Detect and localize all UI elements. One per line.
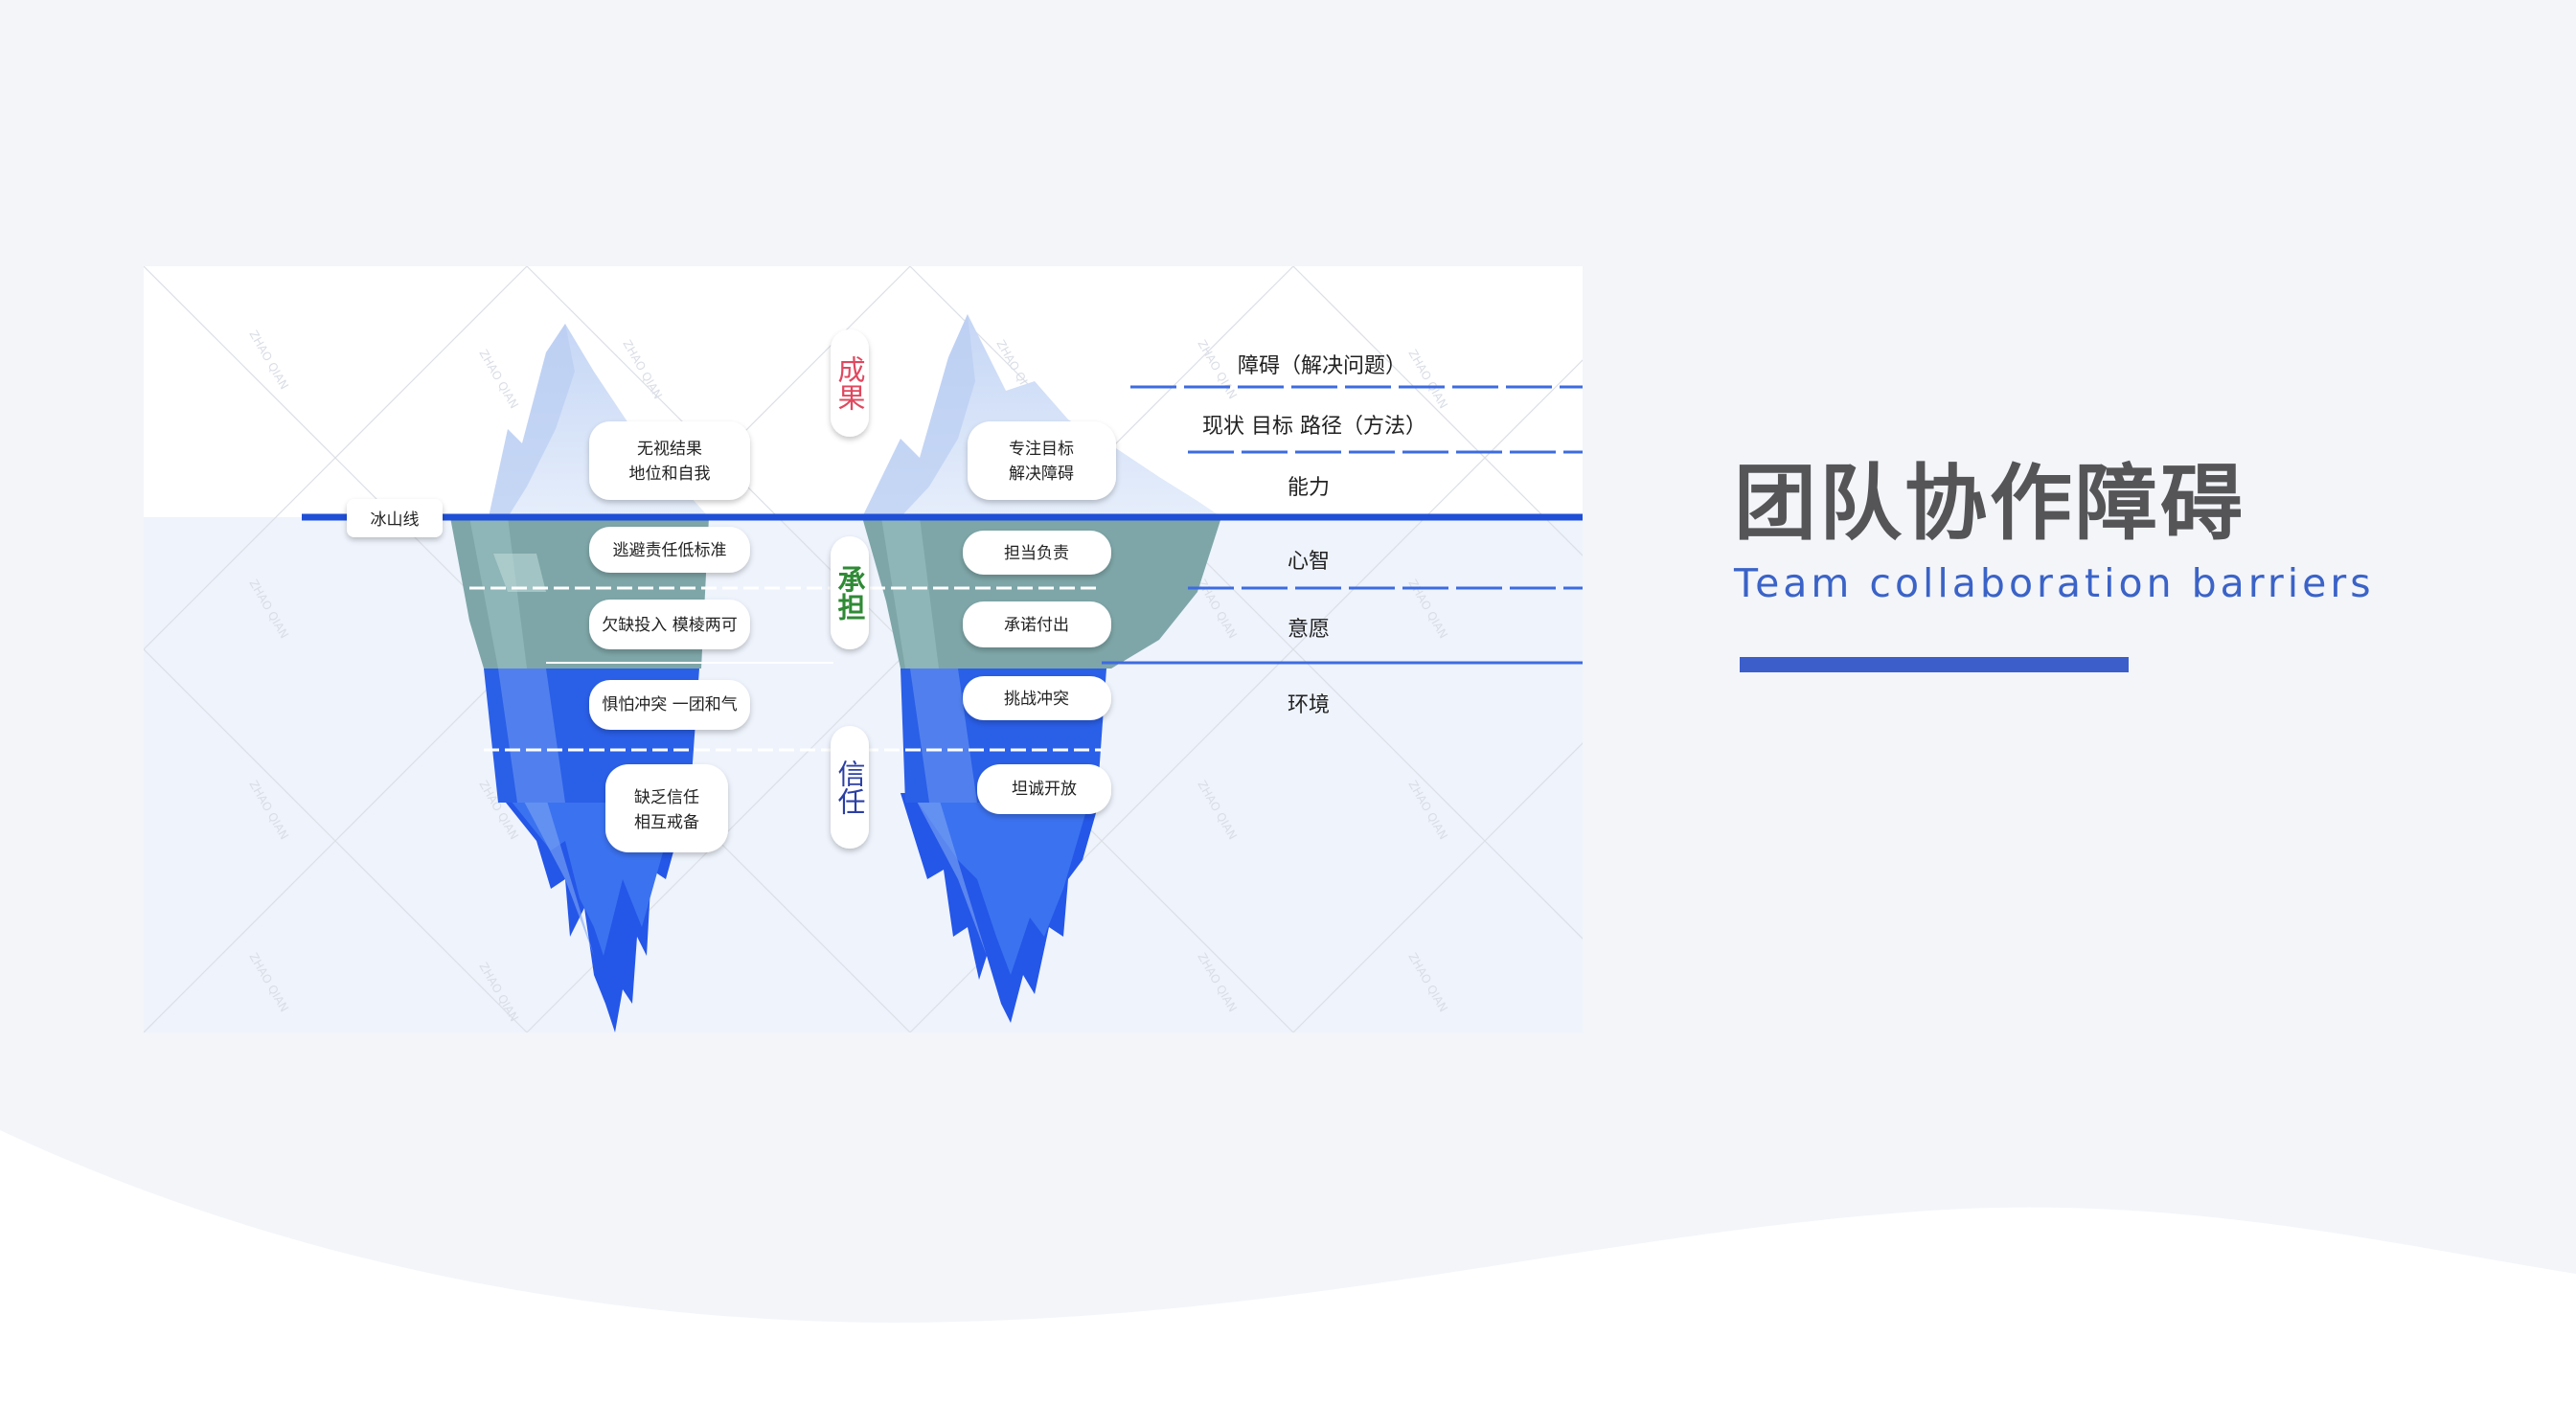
watermark-line [144,648,528,1032]
layer-labels: 障碍（解决问题） 现状 目标 路径（方法） 能力 心智 意愿 环境 [1202,354,1426,717]
left-item-5-line-2: 相互戒备 [634,813,699,832]
watermark-line [144,266,528,650]
right-item-5: 坦诚开放 [1012,780,1077,799]
layer-label-ability: 能力 [1288,476,1330,500]
left-item-2: 逃避责任低标准 [613,541,727,560]
category-pills: 成果 承担 信任 [831,329,869,849]
slide-title: 团队协作障碍 [1734,456,2245,552]
left-item-5-line-1: 缺乏信任 [634,788,699,807]
watermark-line [1292,266,1583,556]
layer-label-environment: 环境 [1288,693,1330,717]
left-items: 无视结果 地位和自我 逃避责任低标准 欠缺投入 模棱两可 惧怕冲突 一团和气 缺… [589,421,750,852]
slide-subtitle: Team collaboration barriers [1734,560,2375,606]
category-commitment: 承担 [833,565,866,621]
right-item-4: 挑战冲突 [1004,690,1069,709]
right-items: 专注目标 解决障碍 担当负责 承诺付出 挑战冲突 坦诚开放 [963,421,1116,814]
layer-lines [469,385,1583,752]
title-accent-bar [1740,657,2129,672]
watermark-line [1292,742,1583,1032]
layer-label-obstacle: 障碍（解决问题） [1238,354,1406,378]
layer-label-path: 现状 目标 路径（方法） [1202,415,1426,439]
category-result: 成果 [833,355,866,411]
right-iceberg [862,314,1221,1023]
right-item-2: 担当负责 [1004,544,1069,563]
layer-label-willingness: 意愿 [1288,618,1330,642]
left-item-1-line-2: 地位和自我 [629,465,711,484]
right-item-1-line-2: 解决障碍 [1009,465,1074,484]
left-item-3: 欠缺投入 模棱两可 [602,616,737,635]
layer-label-mindset: 心智 [1288,550,1330,574]
wave-shape [0,1130,2576,1428]
left-item-1-line-1: 无视结果 [637,440,702,459]
waterline-label: 冰山线 [371,510,420,530]
right-item-1-line-1: 专注目标 [1009,440,1074,459]
category-trust: 信任 [833,759,866,815]
right-item-3: 承诺付出 [1004,616,1069,635]
waterline-label-box: 冰山线 [347,499,443,537]
left-item-4: 惧怕冲突 一团和气 [602,695,737,714]
